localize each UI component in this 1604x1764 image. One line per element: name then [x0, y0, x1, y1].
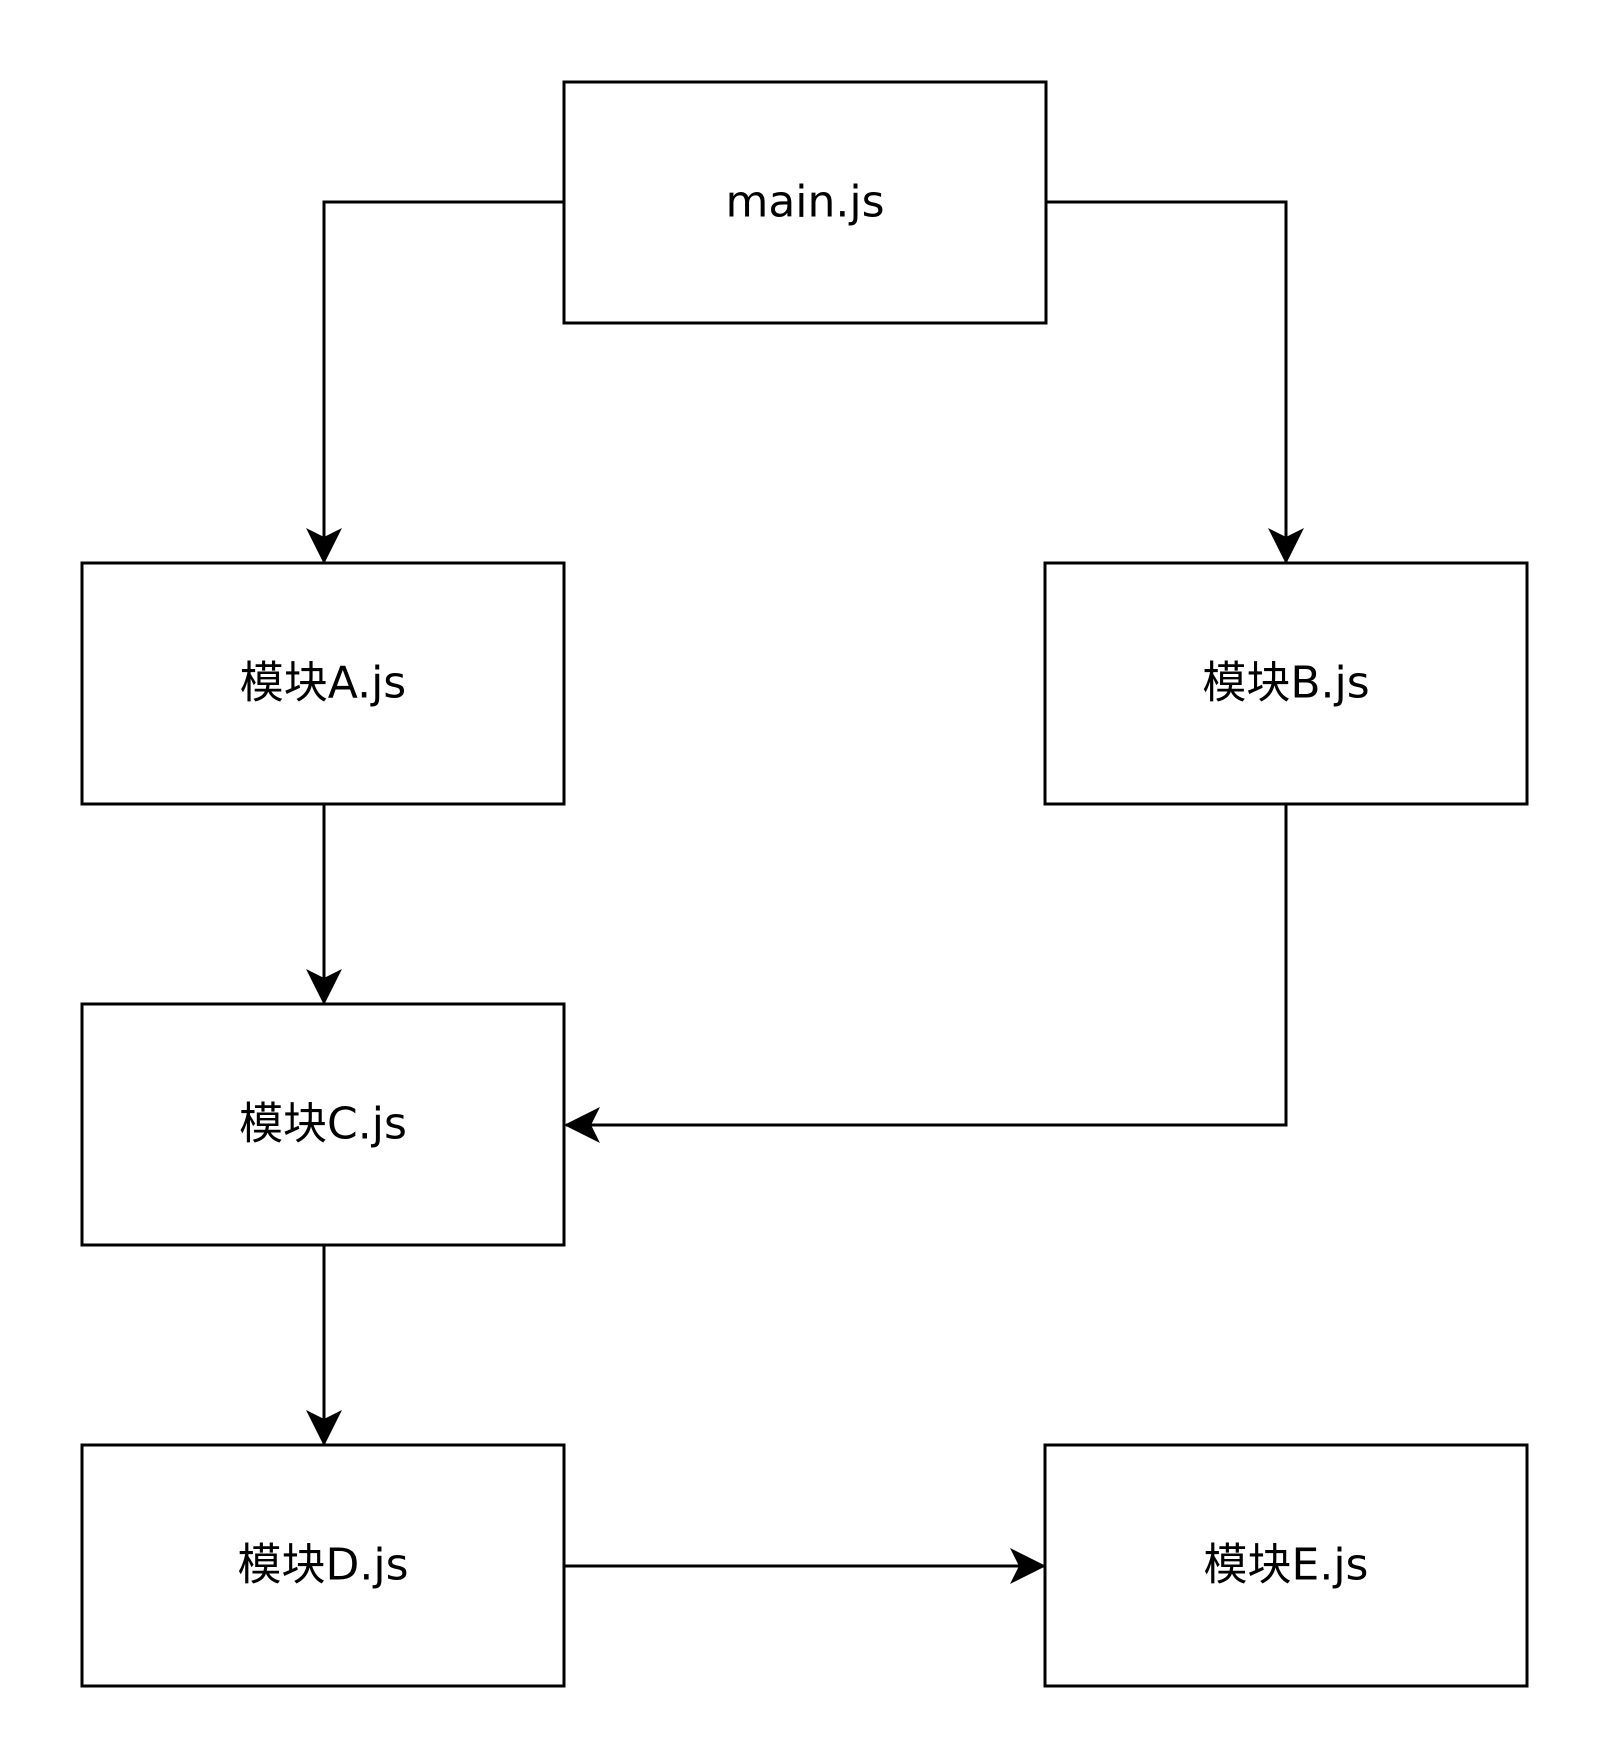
node-label-module-a: 模块A.js: [240, 658, 406, 709]
edge-b-to-c: [564, 805, 1288, 1143]
node-module-d: 模块D.js: [80, 1443, 566, 1688]
node-main: main.js: [562, 80, 1048, 325]
node-box: [80, 1443, 566, 1688]
node-box: [562, 80, 1048, 325]
node-module-b: 模块B.js: [1043, 561, 1529, 806]
node-box: [80, 561, 566, 806]
edges: [306, 200, 1304, 1584]
edge-main-to-b: [1046, 200, 1304, 564]
node-label-module-b: 模块B.js: [1202, 658, 1369, 709]
node-box: [1043, 561, 1529, 806]
node-label-module-e: 模块E.js: [1204, 1540, 1369, 1591]
node-label-module-c: 模块C.js: [239, 1099, 407, 1150]
node-module-e: 模块E.js: [1043, 1443, 1529, 1688]
node-label-main: main.js: [725, 177, 884, 228]
node-module-c: 模块C.js: [80, 1002, 566, 1247]
node-label-module-d: 模块D.js: [237, 1540, 408, 1591]
edge-main-to-a: [306, 200, 564, 564]
node-box: [80, 1002, 566, 1247]
node-box: [1043, 1443, 1529, 1688]
node-module-a: 模块A.js: [80, 561, 566, 806]
